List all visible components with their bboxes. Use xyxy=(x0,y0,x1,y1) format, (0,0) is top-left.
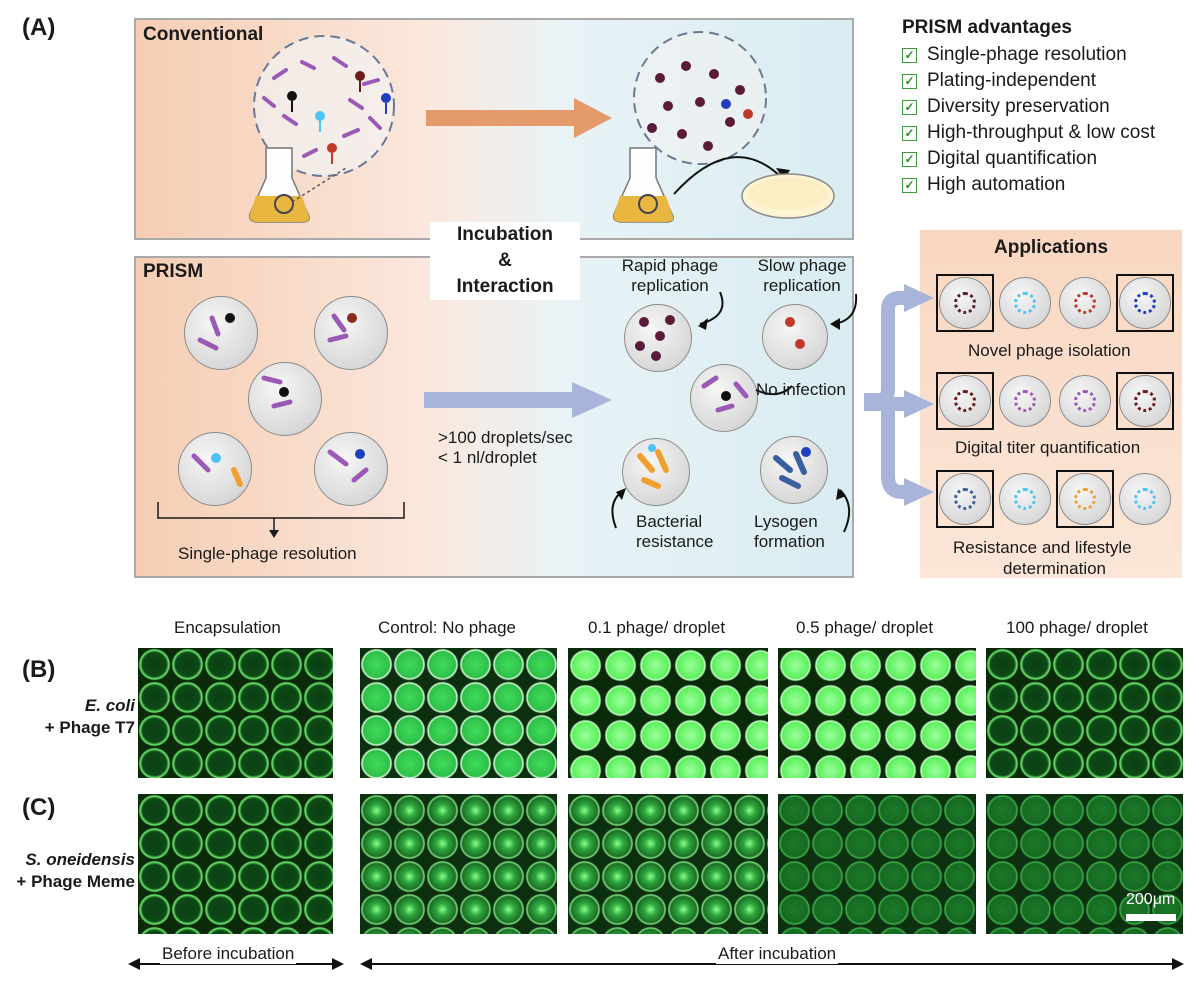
application-droplet xyxy=(1119,277,1171,329)
conventional-title: Conventional xyxy=(143,24,264,45)
application-droplet-content xyxy=(954,292,976,314)
application-droplet-content xyxy=(1074,488,1096,510)
droplet-lysogen xyxy=(760,436,828,504)
application-droplet-content xyxy=(1074,390,1096,412)
scale-bar-label: 200μm xyxy=(1126,891,1176,908)
micrograph-b-0-1 xyxy=(568,648,768,778)
column-header: 100 phage/ droplet xyxy=(1006,618,1148,637)
column-header: Encapsulation xyxy=(174,618,281,637)
micrograph-c-control xyxy=(360,794,557,934)
droplet-slow xyxy=(762,304,828,370)
lysogen-label: Lysogen formation xyxy=(754,512,825,551)
before-incubation-label: Before incubation xyxy=(160,944,297,964)
panel-c-phage: + Phage Meme xyxy=(16,872,135,891)
throughput-label: >100 droplets/sec < 1 nl/droplet xyxy=(438,428,573,467)
application-droplet-content xyxy=(1014,390,1036,412)
application-droplet-frame xyxy=(936,274,994,332)
micrograph-c-0-1 xyxy=(568,794,768,934)
micrograph-b-encapsulation xyxy=(138,648,333,778)
conventional-illustration xyxy=(248,31,835,223)
application-droplet-frame xyxy=(1056,470,1114,528)
application-droplet-content xyxy=(1134,292,1156,314)
advantage-item: ✓Single-phage resolution xyxy=(902,42,1155,68)
resistance-label: Bacterial resistance xyxy=(636,512,714,551)
applications-title: Applications xyxy=(994,237,1109,258)
throughput-arrow xyxy=(424,382,612,418)
micrograph-c-encapsulation xyxy=(138,794,333,934)
app-row-label: Novel phage isolation xyxy=(968,341,1131,360)
application-droplet xyxy=(999,375,1051,427)
droplet xyxy=(314,432,388,506)
droplet xyxy=(248,362,322,436)
column-header: 0.5 phage/ droplet xyxy=(796,618,934,637)
panel-b-phage: + Phage T7 xyxy=(44,718,135,737)
application-droplet xyxy=(939,473,991,525)
droplet xyxy=(314,296,388,370)
application-droplet xyxy=(1119,375,1171,427)
application-droplet-frame xyxy=(1116,372,1174,430)
panel-a-letter: (A) xyxy=(22,14,56,41)
scale-bar xyxy=(1126,914,1176,921)
column-header: Control: No phage xyxy=(378,618,516,637)
application-droplet xyxy=(999,473,1051,525)
slow-label: Slow phage replication xyxy=(757,256,847,295)
application-droplet xyxy=(1059,375,1111,427)
column-header: 0.1 phage/ droplet xyxy=(588,618,726,637)
check-icon: ✓ xyxy=(902,47,917,63)
application-droplet-frame xyxy=(936,372,994,430)
advantage-item: ✓Plating-independent xyxy=(902,68,1155,94)
application-droplet-frame xyxy=(936,470,994,528)
advantage-item: ✓Digital quantification xyxy=(902,146,1155,172)
panel-b-organism: E. coli xyxy=(84,696,135,715)
application-droplet-content xyxy=(1134,488,1156,510)
droplet-resistance xyxy=(622,438,690,506)
advantage-item: ✓High automation xyxy=(902,172,1155,198)
application-droplet xyxy=(939,375,991,427)
app-row-label: Resistance and lifestyle xyxy=(953,538,1132,557)
application-droplet-content xyxy=(1014,488,1036,510)
advantage-item: ✓Diversity preservation xyxy=(902,94,1155,120)
micrograph-b-100 xyxy=(986,648,1183,778)
check-icon: ✓ xyxy=(902,99,917,115)
outcome-droplet-contents xyxy=(611,291,858,533)
application-droplet xyxy=(1059,277,1111,329)
timeline-arrows xyxy=(128,958,1184,970)
application-arrows xyxy=(864,284,934,506)
after-incubation-label: After incubation xyxy=(716,944,839,964)
application-droplet-content xyxy=(954,390,976,412)
panel-b-letter: (B) xyxy=(22,656,56,683)
check-icon: ✓ xyxy=(902,73,917,89)
prism-title: PRISM xyxy=(143,261,204,282)
no-infection-label: No infection xyxy=(756,380,846,399)
check-icon: ✓ xyxy=(902,177,917,193)
application-droplet xyxy=(999,277,1051,329)
panel-c-letter: (C) xyxy=(22,794,56,821)
micrograph-c-0-5 xyxy=(778,794,976,934)
application-droplet-frame xyxy=(1116,274,1174,332)
application-droplet-content xyxy=(954,488,976,510)
panel-c-organism: S. oneidensis xyxy=(25,850,135,869)
check-icon: ✓ xyxy=(902,151,917,167)
application-droplet xyxy=(1059,473,1111,525)
prism-droplet-contents xyxy=(157,313,405,538)
advantages-list: PRISM advantages ✓Single-phage resolutio… xyxy=(902,18,1155,198)
app-row-label: Digital titer quantification xyxy=(955,438,1141,457)
app-row-label: determination xyxy=(1003,559,1107,578)
application-droplet xyxy=(939,277,991,329)
micrograph-c-100 xyxy=(986,794,1183,934)
micrograph-b-control xyxy=(360,648,557,778)
micrograph-b-0-5 xyxy=(778,648,976,778)
advantage-item: ✓High-throughput & low cost xyxy=(902,120,1155,146)
droplet xyxy=(178,432,252,506)
incubation-label: Incubation & Interaction xyxy=(430,222,580,300)
check-icon: ✓ xyxy=(902,125,917,141)
application-droplet-content xyxy=(1134,390,1156,412)
droplet xyxy=(184,296,258,370)
application-droplet-content xyxy=(1074,292,1096,314)
single-phage-label: Single-phage resolution xyxy=(178,544,357,563)
application-droplet-content xyxy=(1014,292,1036,314)
application-droplet xyxy=(1119,473,1171,525)
advantages-title: PRISM advantages xyxy=(902,17,1072,38)
rapid-label: Rapid phage replication xyxy=(621,256,719,295)
